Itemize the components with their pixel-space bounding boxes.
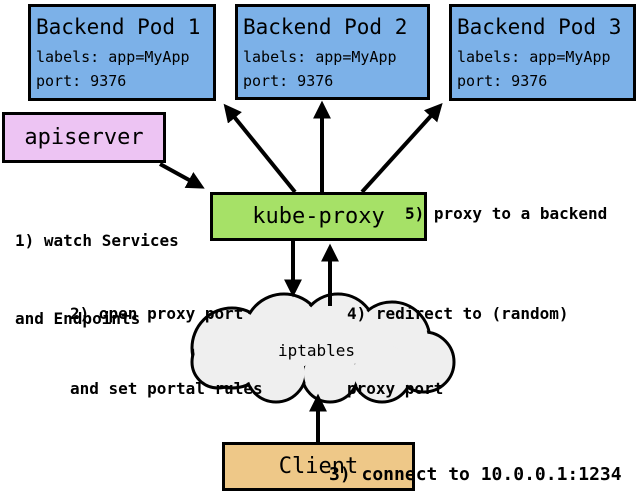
iptables-label: iptables xyxy=(278,341,356,360)
pod-labels: labels: app=MyApp xyxy=(457,48,611,66)
step-2-open-proxy-port-label: 2) open proxy port and set portal rules xyxy=(70,304,263,398)
arrow-apiserver-to-kube-proxy xyxy=(159,162,205,189)
arrow-kube-proxy-to-pod3 xyxy=(360,102,443,194)
step-4-redirect-label: 4) redirect to (random) proxy port xyxy=(347,304,569,398)
pod-title: Backend Pod 1 xyxy=(36,15,201,39)
iptables-cloud-fill xyxy=(194,296,452,400)
pod-labels: labels: app=MyApp xyxy=(243,48,397,66)
pod-labels: labels: app=MyApp xyxy=(36,48,190,66)
backend-pod-3: Backend Pod 3 labels: app=MyApp port: 93… xyxy=(449,4,636,101)
arrow-kube-proxy-to-pod1 xyxy=(223,103,297,194)
step-3-connect-label: 3) connect to 10.0.0.1:1234 xyxy=(329,464,622,485)
step-5-proxy-backend-label: 5) proxy to a backend xyxy=(405,204,608,223)
pod-port: port: 9376 xyxy=(243,72,334,90)
kube-proxy-label: kube-proxy xyxy=(252,204,385,229)
client-label: Client xyxy=(278,454,359,479)
apiserver-label: apiserver xyxy=(24,125,144,150)
apiserver-box: apiserver xyxy=(2,112,166,163)
pod-port: port: 9376 xyxy=(457,72,548,90)
pod-title: Backend Pod 2 xyxy=(243,15,408,39)
pod-title: Backend Pod 3 xyxy=(457,15,622,39)
kube-proxy-box: kube-proxy xyxy=(210,192,427,241)
pod-port: port: 9376 xyxy=(36,72,127,90)
backend-pod-2: Backend Pod 2 labels: app=MyApp port: 93… xyxy=(235,4,430,100)
step-1-watch-services-label: 1) watch Services and Endpoints xyxy=(15,231,179,328)
backend-pod-1: Backend Pod 1 labels: app=MyApp port: 93… xyxy=(28,4,216,101)
client-box: Client xyxy=(222,442,415,491)
